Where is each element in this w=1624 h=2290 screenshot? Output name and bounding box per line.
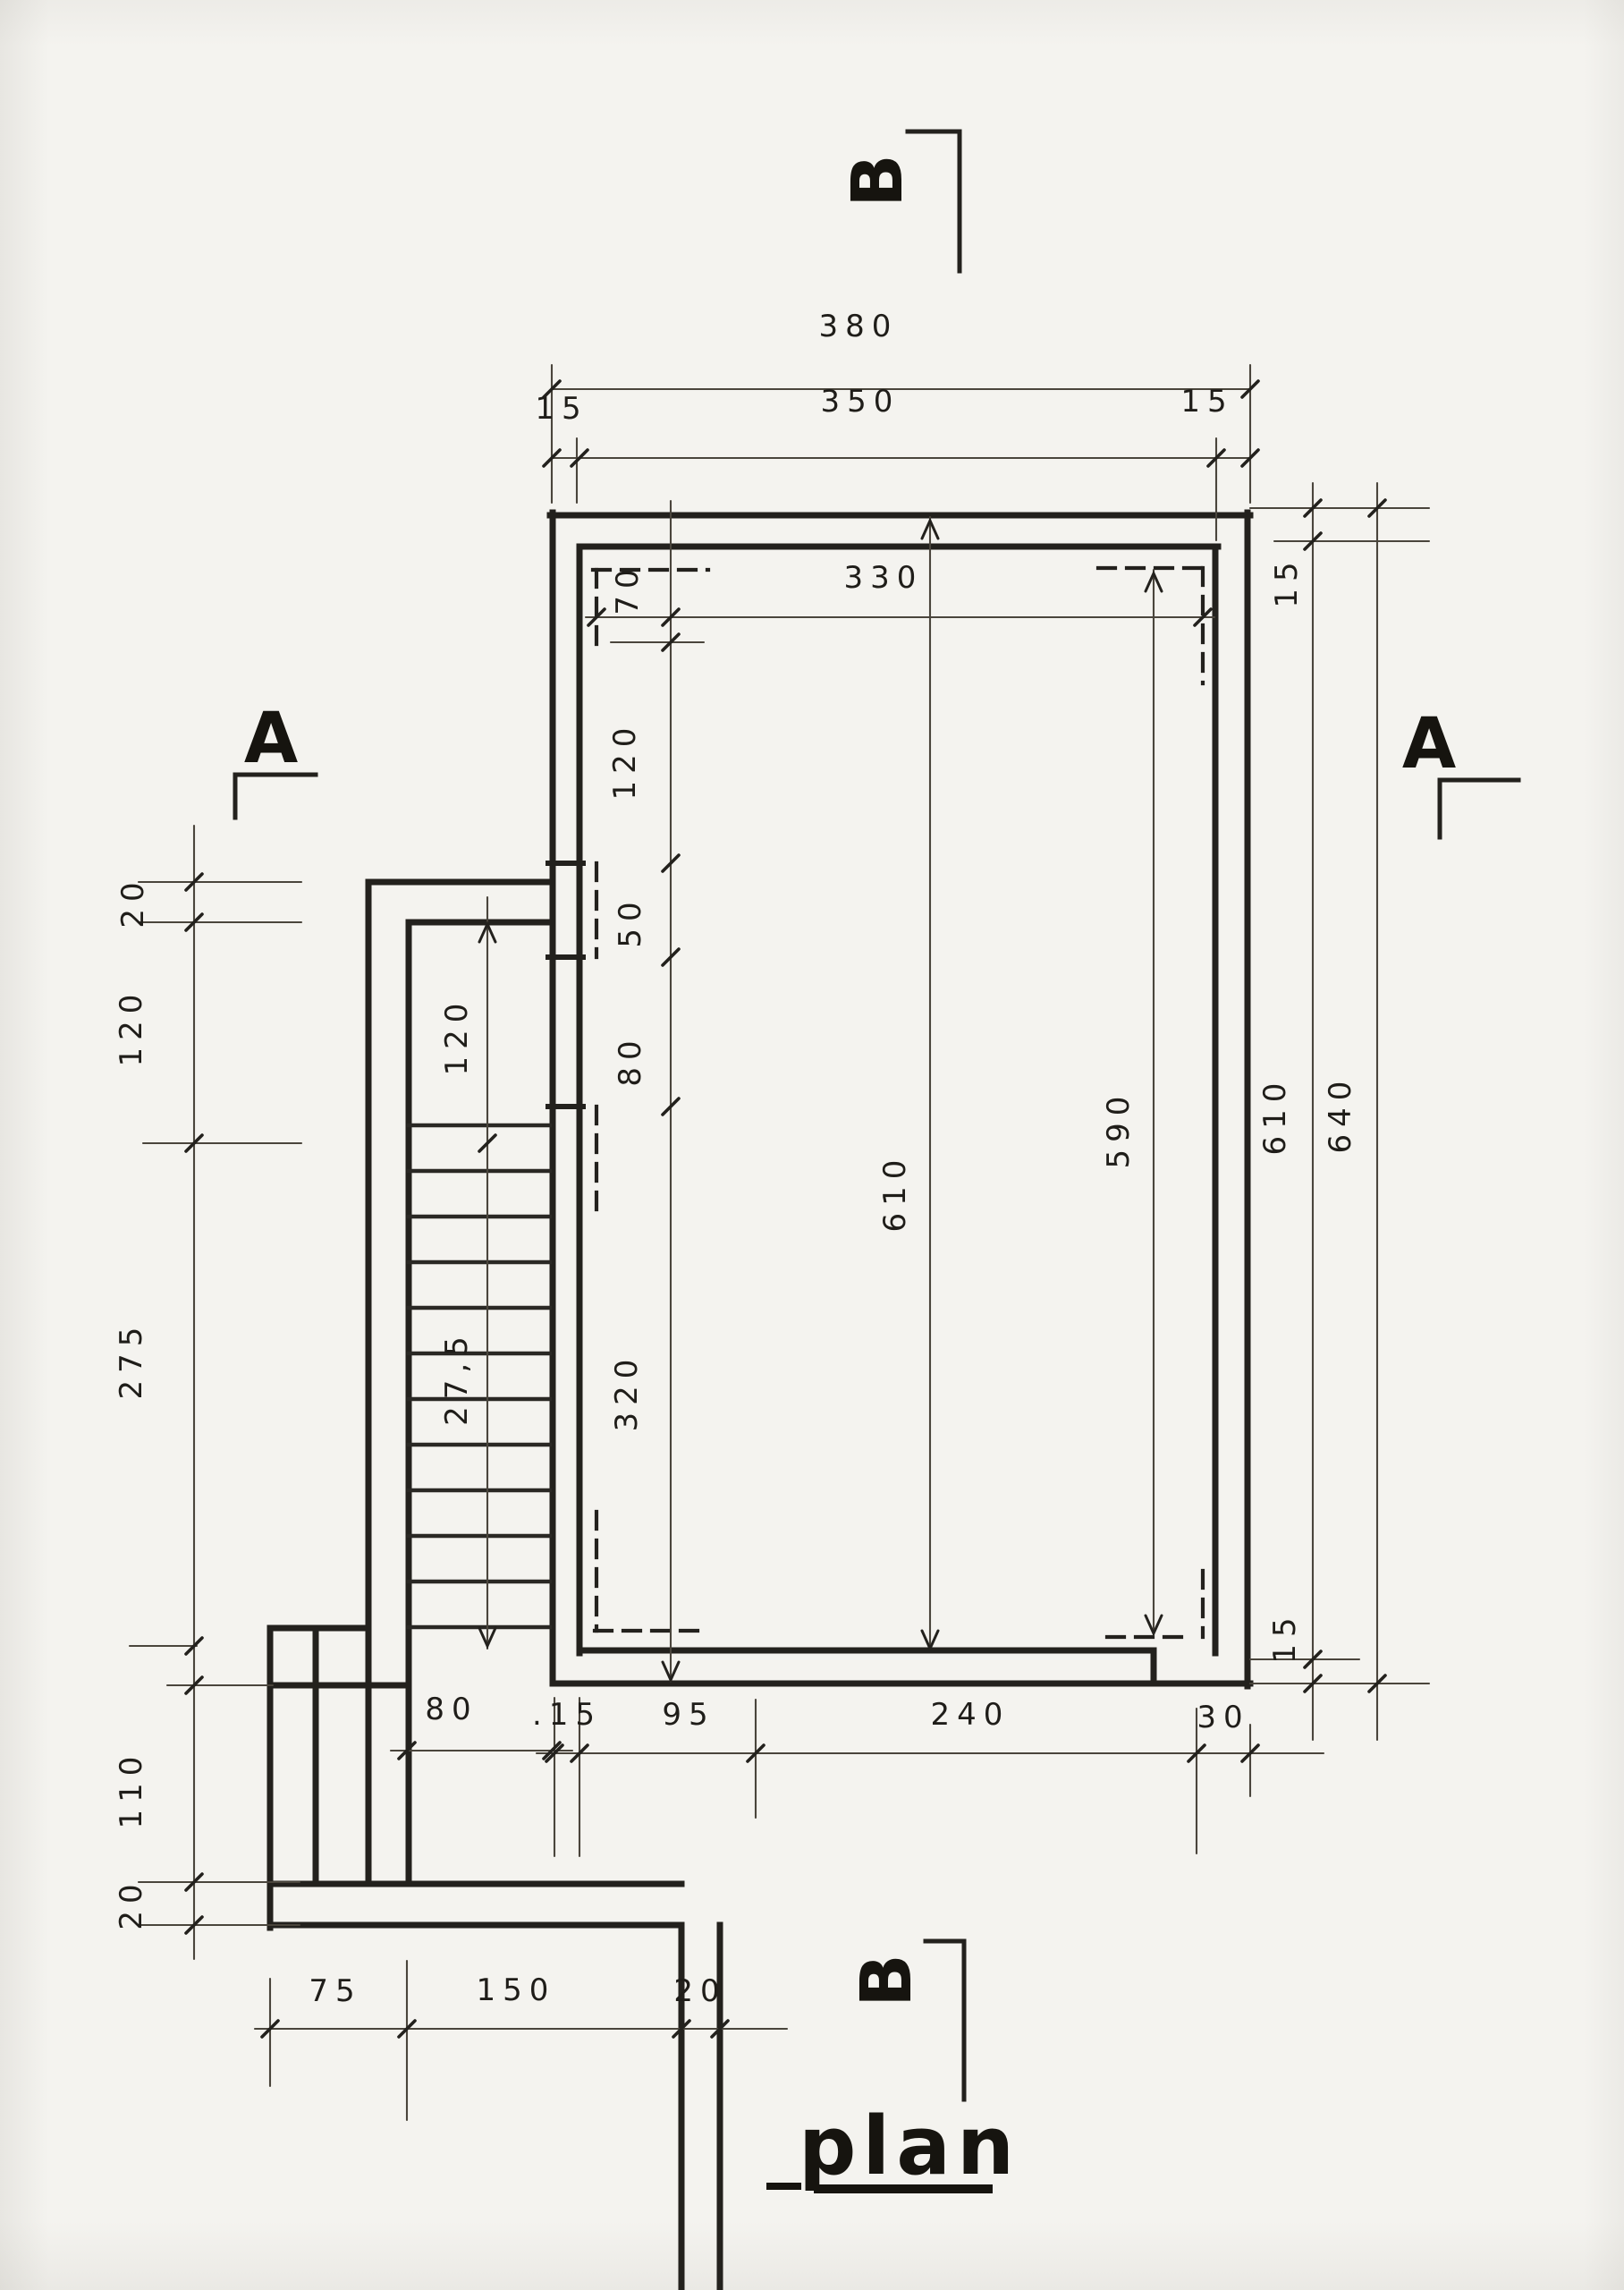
dimension-label: 75 [309,1973,361,2009]
section-marker-b-top: B [838,154,918,207]
dimension-label: 15 [1269,555,1305,607]
dimension-label: 610 [877,1153,913,1233]
dimension-label: 95 [662,1697,715,1733]
dashed-overhang-lines [590,565,1207,1640]
dimension-label: 120 [439,997,475,1076]
section-lines [233,129,1521,2102]
dimension-label: 27,5 [439,1329,475,1426]
dimension-label: 80 [613,1033,648,1086]
dimension-label: .15 [532,1697,602,1733]
dimension-label: 610 [1257,1076,1293,1156]
dimension-label: 150 [477,1972,556,2008]
section-marker-b-bottom: B [847,1954,927,2006]
dimension-label: 240 [931,1697,1011,1733]
dimension-label: 15 [1180,384,1233,420]
dimension-ticks [184,379,1387,2039]
dimension-label: 20 [673,1973,726,2009]
dimension-label: 275 [114,1320,149,1400]
dimension-lines [128,363,1431,2122]
dimension-label: 120 [607,721,643,801]
dimension-label: 70 [610,562,646,615]
dimension-label: 15 [1267,1610,1303,1663]
dimension-label: 20 [115,875,151,928]
walls-layer [266,509,1254,2290]
dimension-label: 330 [844,560,924,596]
dimension-label: 20 [114,1877,149,1930]
dimension-label: 590 [1101,1090,1137,1169]
section-marker-a-left: A [244,699,298,779]
dimension-label: 120 [114,988,149,1067]
stair-treads [406,1123,553,1630]
dimension-label: 380 [819,309,899,344]
dimension-label: 640 [1323,1074,1358,1154]
dimension-arrows [478,517,1163,1684]
dimension-label: 30 [1197,1700,1249,1735]
dimension-label: 15 [535,391,588,427]
dimension-label: 80 [425,1692,478,1727]
dimension-label: 50 [613,895,648,947]
wall-opening-caps [546,861,586,1109]
drawing-title: plan [799,2099,1020,2193]
dimension-labels: 380 15 350 15 330 70 120 50 80 320 610 590 120 27,5 20… [114,309,1358,2009]
dimension-label: 350 [821,384,901,420]
dimension-label: 110 [114,1750,149,1829]
dimension-label: 320 [609,1353,645,1432]
section-marker-a-right: A [1402,704,1456,785]
